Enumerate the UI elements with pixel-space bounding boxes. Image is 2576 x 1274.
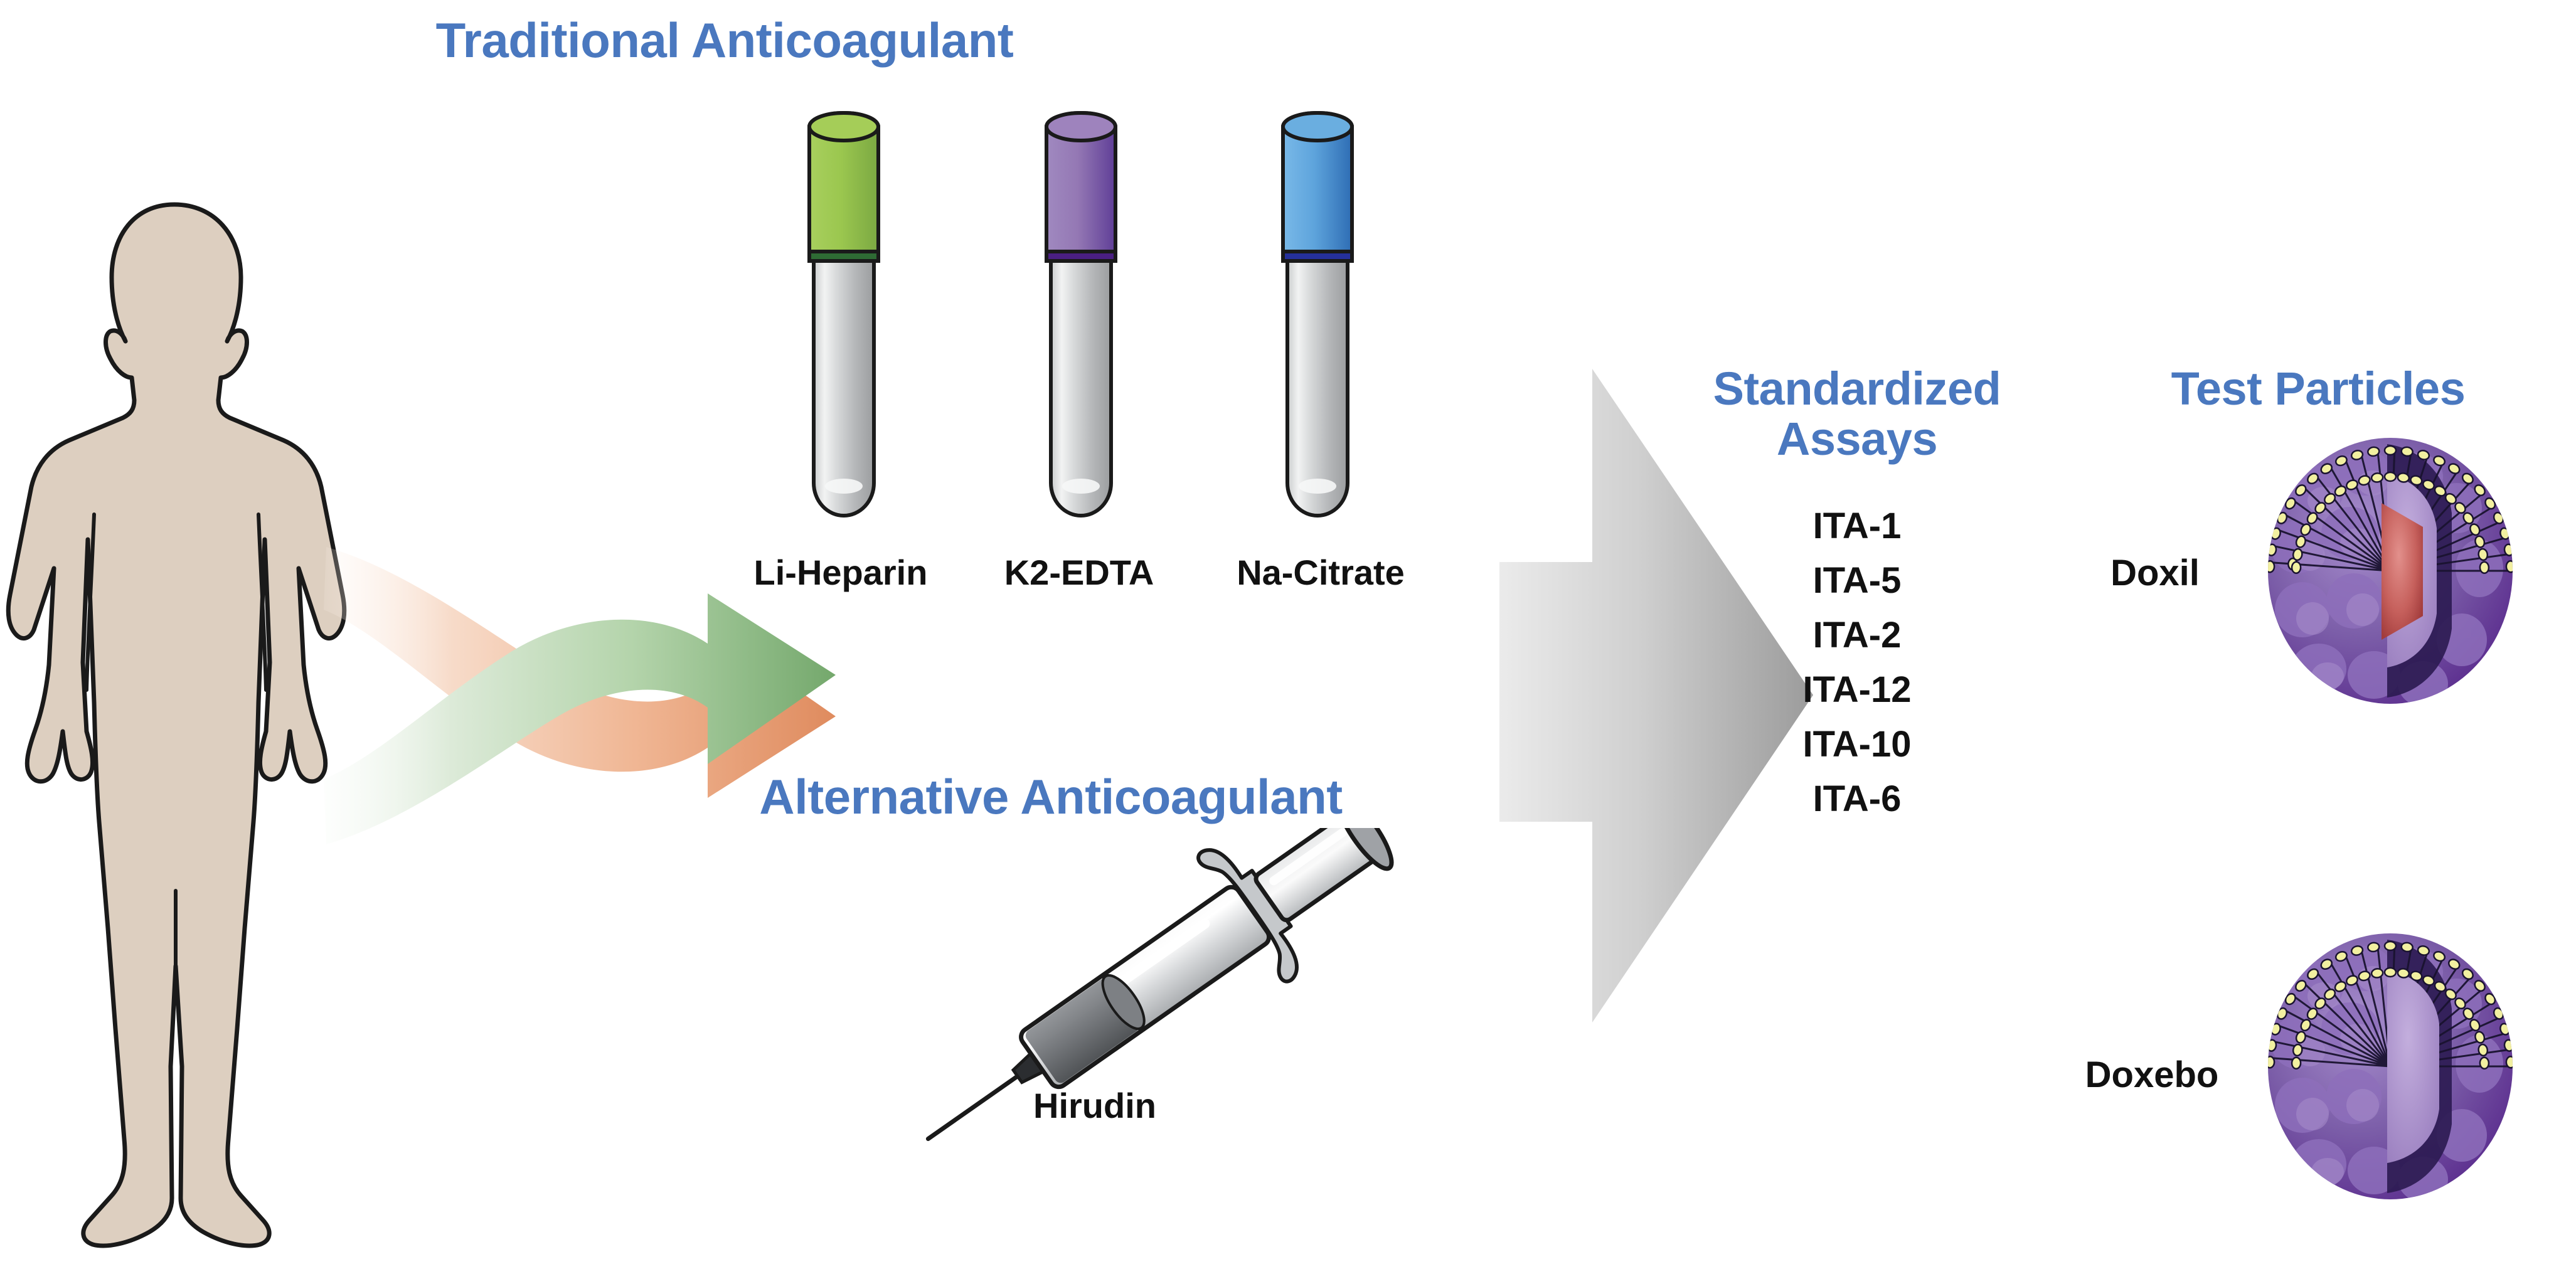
assay-item: ITA-6 — [1812, 778, 1902, 819]
standardized-assays-title: Standardized Assays — [1669, 364, 2045, 464]
syringe-icon — [925, 828, 1394, 1141]
assays-title-line-1: Standardized — [1713, 363, 2001, 415]
block-arrow-right — [1499, 369, 1813, 1022]
test-particles-title: Test Particles — [2171, 363, 2466, 415]
liposome-cutaway-icon-doxebo — [2268, 933, 2513, 1199]
tube-li-heparin — [807, 111, 880, 518]
assays-title-line-2: Assays — [1776, 412, 1938, 465]
liposome-cutaway-icon-doxil — [2268, 438, 2513, 704]
particle-label-doxebo: Doxebo — [2085, 1054, 2219, 1095]
tube-label-k2-edta: K2-EDTA — [1004, 553, 1154, 592]
tube-na-citrate — [1281, 111, 1354, 518]
traditional-anticoagulant-title: Traditional Anticoagulant — [435, 13, 1014, 68]
tube-label-na-citrate: Na-Citrate — [1237, 553, 1405, 592]
assay-list: ITA-1 ITA-5 ITA-2 ITA-12 ITA-10 ITA-6 — [1694, 508, 2020, 836]
arrow-to-alternative — [324, 593, 836, 844]
human-body-silhouette — [6, 202, 347, 1248]
assay-item: ITA-5 — [1812, 560, 1902, 601]
assay-item: ITA-1 — [1812, 506, 1902, 546]
tube-k2-edta — [1045, 111, 1117, 518]
assay-item: ITA-2 — [1812, 615, 1902, 656]
syringe-label-hirudin: Hirudin — [1033, 1086, 1156, 1125]
alternative-anticoagulant-title: Alternative Anticoagulant — [759, 769, 1343, 824]
assay-item: ITA-10 — [1802, 724, 1912, 765]
particle-label-doxil: Doxil — [2110, 553, 2200, 593]
blood-collection-tubes-group — [807, 111, 1354, 518]
assay-item: ITA-12 — [1802, 669, 1912, 710]
tube-label-li-heparin: Li-Heparin — [753, 553, 928, 592]
curved-arrows-group — [324, 547, 836, 844]
